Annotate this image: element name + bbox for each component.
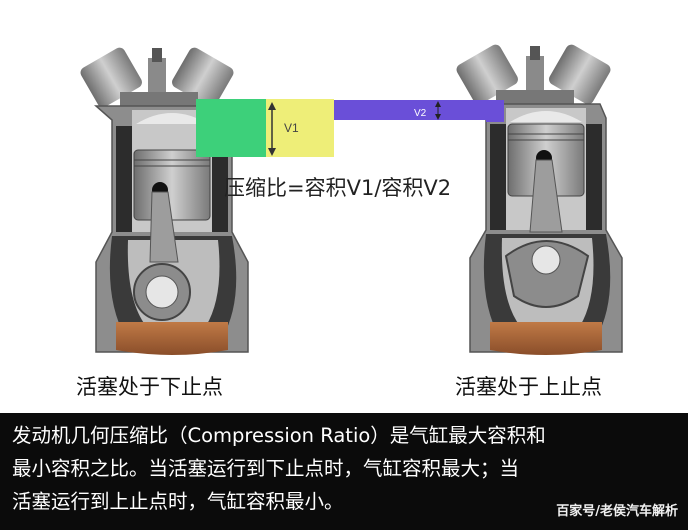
right-engine	[456, 44, 623, 355]
right-oil-pan	[490, 322, 602, 355]
compression-ratio-formula: 压缩比=容积V1/容积V2	[224, 176, 452, 200]
right-caption-top-dead-center: 活塞处于上止点	[455, 375, 602, 399]
left-connecting-rod	[133, 191, 191, 321]
description-banner: 发动机几何压缩比（Compression Ratio）是气缸最大容积和 最小容积…	[0, 413, 688, 530]
v1-volume-bar	[196, 99, 334, 157]
left-caption-bottom-dead-center: 活塞处于下止点	[76, 375, 223, 399]
right-valve-train	[456, 44, 611, 108]
source-watermark: 百家号/老侯汽车解析	[556, 504, 678, 519]
v2-label: V2	[414, 108, 427, 119]
left-oil-pan	[116, 322, 228, 355]
left-piston	[133, 149, 211, 221]
description-line-3: 活塞运行到上止点时，气缸容积最小。	[12, 490, 344, 513]
v2-volume-bar	[334, 100, 504, 122]
description-line-1: 发动机几何压缩比（Compression Ratio）是气缸最大容积和	[12, 424, 546, 447]
engine-diagram: V1 V2	[80, 44, 623, 355]
right-connecting-rod	[504, 159, 590, 308]
left-valve-train	[80, 47, 234, 110]
v1-label: V1	[284, 121, 299, 135]
left-engine	[80, 47, 249, 355]
description-line-2: 最小容积之比。当活塞运行到下止点时，气缸容积最大；当	[12, 457, 520, 480]
